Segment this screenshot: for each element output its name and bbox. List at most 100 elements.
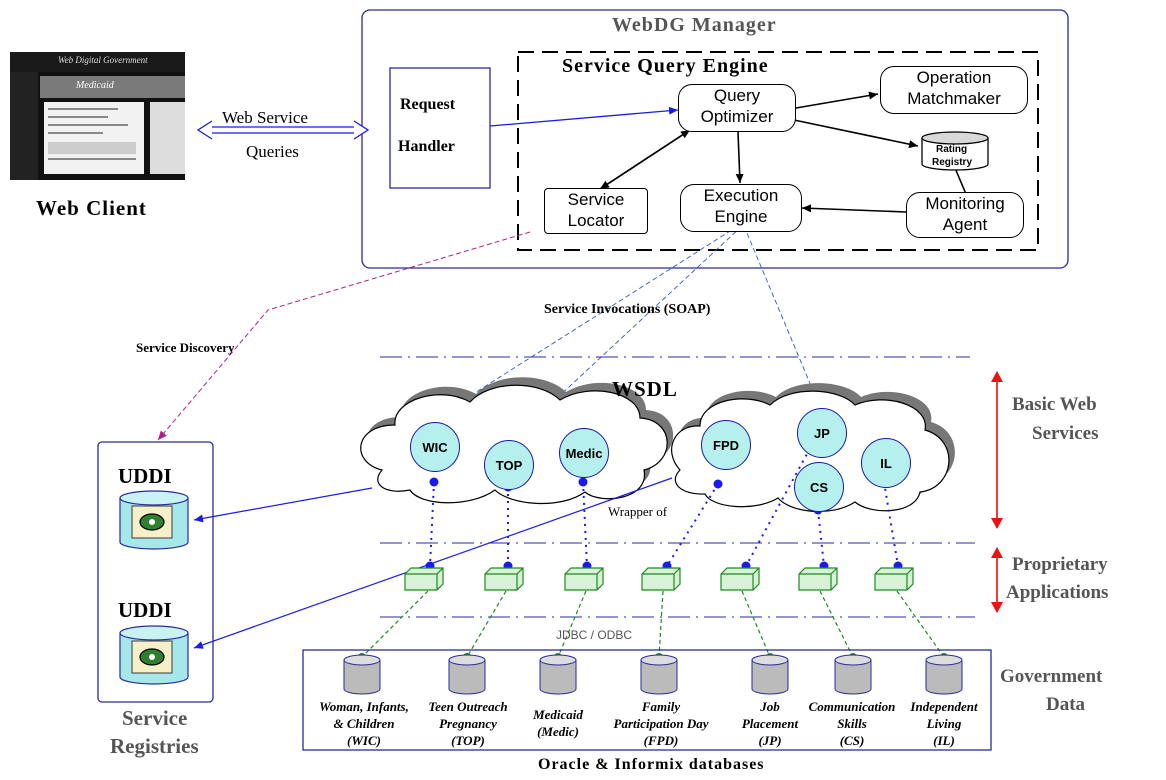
wsdl-label: WSDL [612, 377, 678, 401]
db-label-il-l3: (IL) [933, 733, 955, 748]
service-medic: Medic [559, 428, 609, 478]
execution-engine-line1: Execution [703, 186, 779, 205]
service-fpd: FPD [701, 420, 751, 470]
monitoring-agent-node: Monitoring Agent [906, 192, 1024, 238]
db-label-wic-l2: & Children [333, 716, 395, 731]
service-il: IL [861, 438, 911, 488]
oracle-label: Oracle & Informix databases [538, 756, 765, 773]
db-label-cs-l1: Communication [808, 699, 896, 714]
monitoring-agent-line2: Agent [942, 215, 988, 234]
request-handler-line1: Request [400, 96, 456, 113]
db-label-top-l3: (TOP) [451, 733, 485, 748]
db-cylinder-il [925, 654, 963, 695]
screen-title: Web Digital Government [58, 55, 148, 65]
db-label-top: Teen Outreach Pregnancy (TOP) [420, 698, 516, 749]
jdbc-label: JDBC / ODBC [556, 628, 633, 642]
db-label-wic-l3: (WIC) [347, 733, 381, 748]
db-label-il: Independent Living (IL) [898, 698, 990, 749]
registries-label-1: Service [122, 706, 188, 730]
invocation-lines [439, 225, 823, 441]
layer-prop-1: Proprietary [1012, 554, 1108, 575]
db-cylinder-jp [751, 654, 789, 695]
operation-matchmaker-node: Operation Matchmaker [880, 66, 1028, 114]
uddi-icon-1 [119, 490, 189, 550]
registries-box [97, 441, 214, 703]
db-label-il-l2: Living [926, 716, 962, 731]
uddi-icon-2 [119, 625, 189, 685]
db-label-medic-l1: Medicaid [533, 707, 583, 722]
db-cylinder-top [448, 654, 486, 695]
db-label-cs-l2: Skills [837, 716, 867, 731]
web-client-screenshot: Web Digital Government Medicaid [10, 52, 185, 180]
invocations-label: Service Invocations (SOAP) [544, 302, 711, 317]
jdbc-lines [361, 590, 945, 658]
service-locator-node: Service Locator [544, 188, 648, 234]
db-label-cs-l3: (CS) [839, 733, 865, 748]
app-box-1 [404, 567, 444, 591]
layer-gov-1: Government [1000, 666, 1103, 687]
monitoring-agent-line1: Monitoring [925, 194, 1005, 213]
query-optimizer-line2: Optimizer [700, 107, 774, 126]
db-label-wic-l1: Woman, Infants, [319, 699, 409, 714]
db-label-fpd-l2: Participation Day [613, 716, 709, 731]
db-label-wic: Woman, Infants, & Children (WIC) [306, 698, 422, 749]
web-client-label: Web Client [36, 196, 147, 220]
wrapper-lines [429, 429, 899, 567]
queries-label-2: Queries [246, 142, 299, 161]
webdg-manager-box [361, 9, 1069, 269]
discovery-label: Service Discovery [136, 340, 235, 355]
app-box-4 [641, 567, 681, 591]
execution-engine-node: Execution Engine [680, 184, 802, 232]
rating-registry-line1: Rating [936, 144, 968, 155]
uddi-label-2: UDDI [118, 598, 172, 622]
db-label-fpd: Family Participation Day (FPD) [606, 698, 716, 749]
layer-prop-2: Applications [1006, 582, 1109, 603]
app-box-5 [720, 567, 760, 591]
rating-registry-cylinder [921, 131, 989, 171]
service-jp: JP [797, 408, 847, 458]
webdg-manager-title: WebDG Manager [612, 14, 777, 36]
rating-registry-line2: Registry [932, 157, 973, 168]
query-optimizer-node: Query Optimizer [678, 84, 796, 132]
db-label-jp: Job Placement (JP) [728, 698, 812, 749]
request-handler-line2: Handler [398, 138, 455, 155]
db-label-fpd-l1: Family [641, 699, 681, 714]
wrapper-label: Wrapper of [608, 504, 668, 519]
government-data-box [302, 649, 992, 751]
app-box-6 [798, 567, 838, 591]
db-label-cs: Communication Skills (CS) [800, 698, 904, 749]
layer-gov-2: Data [1046, 694, 1086, 715]
db-label-top-l1: Teen Outreach [428, 699, 508, 714]
layer-basic-2: Services [1032, 423, 1099, 444]
screen-banner: Medicaid [76, 80, 114, 91]
db-label-il-l1: Independent [910, 699, 978, 714]
execution-engine-line2: Engine [714, 207, 768, 226]
app-box-2 [484, 567, 524, 591]
registries-label-2: Registries [110, 734, 199, 758]
db-label-jp-l3: (JP) [758, 733, 782, 748]
layer-basic-1: Basic Web [1012, 394, 1097, 415]
db-cylinder-fpd [640, 654, 678, 695]
service-wic: WIC [410, 422, 460, 472]
discovery-line [157, 231, 531, 441]
db-cylinder-medic [539, 654, 577, 695]
request-handler-box [389, 67, 491, 189]
service-cs: CS [794, 462, 844, 512]
queries-double-arrow [196, 120, 370, 140]
service-top: TOP [484, 440, 534, 490]
db-label-fpd-l3: (FPD) [643, 733, 679, 748]
query-optimizer-line1: Query [713, 86, 761, 105]
service-locator-line2: Locator [567, 211, 625, 230]
db-cylinder-wic [343, 654, 381, 695]
db-label-medic-l2: (Medic) [537, 724, 579, 739]
query-engine-title: Service Query Engine [562, 55, 769, 77]
operation-matchmaker-line1: Operation [916, 68, 992, 87]
uddi-label-1: UDDI [118, 464, 172, 488]
app-box-7 [874, 567, 914, 591]
db-label-jp-l1: Job [760, 699, 780, 714]
db-label-medic: Medicaid (Medic) [522, 706, 594, 740]
operation-matchmaker-line2: Matchmaker [907, 89, 1001, 108]
db-cylinder-cs [834, 654, 872, 695]
db-label-top-l2: Pregnancy [439, 716, 497, 731]
